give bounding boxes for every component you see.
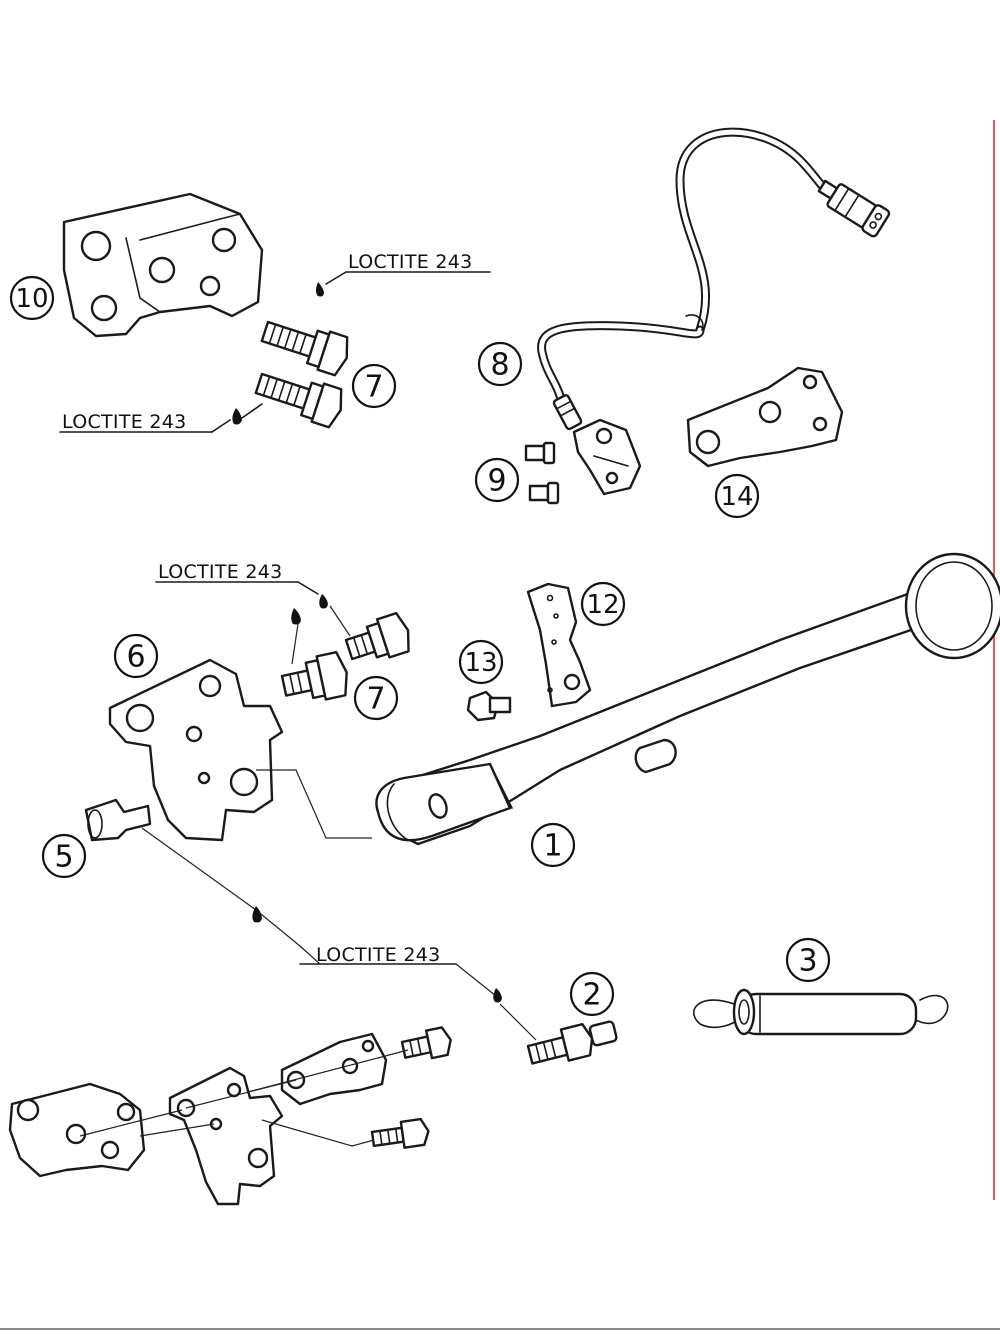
part-13-bolt <box>466 690 512 722</box>
assembly-view <box>8 1026 452 1206</box>
callout-13: 13 <box>458 639 504 685</box>
callout-label-3: 3 <box>798 944 817 979</box>
callout-label-1: 1 <box>543 829 562 864</box>
callout-2: 2 <box>569 971 615 1017</box>
callout-label-7-upper: 7 <box>364 370 383 405</box>
callout-label-13: 13 <box>464 648 497 678</box>
callout-label-8: 8 <box>490 348 509 383</box>
part-14-bracket <box>686 366 844 468</box>
callout-label-9: 9 <box>487 464 506 499</box>
callout-3: 3 <box>785 937 831 983</box>
part-3-spring <box>693 988 949 1036</box>
callout-label-12: 12 <box>586 590 619 620</box>
callout-14: 14 <box>714 473 760 519</box>
part-7-bolts-middle <box>280 611 410 701</box>
part-7-bolts-upper <box>254 320 349 429</box>
part-12-spring-bracket <box>526 582 592 708</box>
callout-8: 8 <box>477 341 523 387</box>
loctite-label-upper-left: LOCTITE 243 <box>62 411 187 433</box>
callout-label-7-middle: 7 <box>366 682 385 717</box>
callout-7-middle: 7 <box>353 675 399 721</box>
callout-12: 12 <box>580 581 626 627</box>
loctite-drops-lower <box>141 827 537 1041</box>
loctite-drops-middle <box>155 581 351 665</box>
loctite-drops-upper <box>59 271 491 433</box>
part-6-plate <box>108 658 372 842</box>
callout-label-2: 2 <box>582 978 601 1013</box>
callout-5: 5 <box>41 833 87 879</box>
callout-label-14: 14 <box>720 482 753 512</box>
part-9-screws <box>524 441 560 505</box>
part-1-side-stand <box>375 552 1000 846</box>
part-10-bracket <box>62 192 264 338</box>
callout-7-upper: 7 <box>351 363 397 409</box>
loctite-label-lower: LOCTITE 243 <box>316 944 441 966</box>
part-2-stud <box>526 1020 618 1065</box>
callout-label-10: 10 <box>15 284 48 314</box>
loctite-label-upper-right: LOCTITE 243 <box>348 251 473 273</box>
loctite-label-middle: LOCTITE 243 <box>158 561 283 583</box>
part-8-switch-cable <box>537 127 891 496</box>
part-5-pin <box>84 798 152 842</box>
callout-label-6: 6 <box>126 640 145 675</box>
callout-10: 10 <box>9 275 55 321</box>
callout-1: 1 <box>530 822 576 868</box>
callout-label-5: 5 <box>54 840 73 875</box>
callout-6: 6 <box>113 633 159 679</box>
callout-9: 9 <box>474 457 520 503</box>
